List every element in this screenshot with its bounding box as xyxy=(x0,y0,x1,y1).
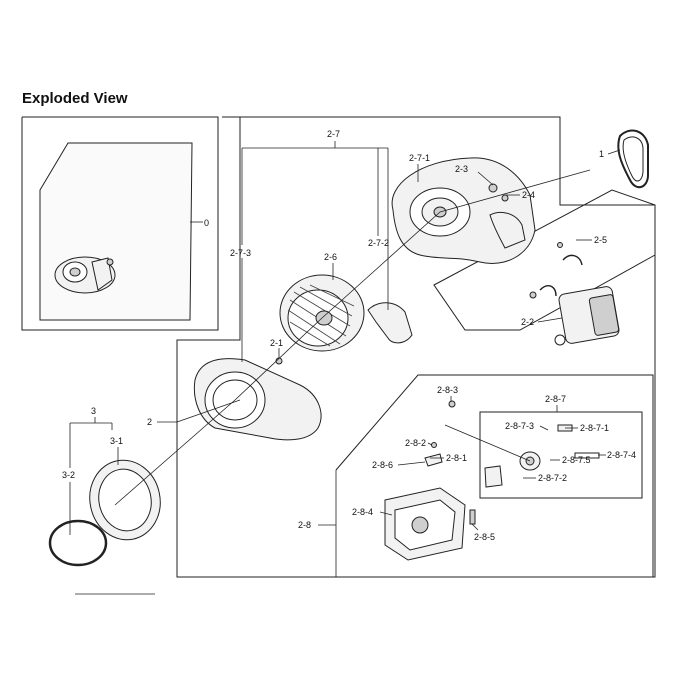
callout-2-8: 2-8 xyxy=(298,520,311,530)
callout-2-8-7-5: 2-8-7.5 xyxy=(562,455,591,465)
callout-2-4: 2-4 xyxy=(522,190,535,200)
screw-2-8-3 xyxy=(448,400,456,408)
rod-2-8-7-5 xyxy=(574,452,600,459)
callout-2-7: 2-7 xyxy=(327,129,340,139)
bracket-assembly xyxy=(384,400,476,561)
callout-0: 0 xyxy=(204,218,209,228)
callout-2-8-6: 2-8-6 xyxy=(372,460,393,470)
callout-3: 3 xyxy=(91,406,96,416)
main-assembly-frame xyxy=(176,116,656,578)
callout-2-7-1: 2-7-1 xyxy=(409,153,430,163)
callout-2-8-5: 2-8-5 xyxy=(474,532,495,542)
door-ring xyxy=(48,459,161,567)
overview-frame xyxy=(21,116,219,331)
callout-1: 1 xyxy=(599,149,604,159)
switch-2-8-1 xyxy=(424,453,443,467)
spring-2-8-5 xyxy=(469,509,476,525)
duct-piece xyxy=(367,302,413,344)
callout-2-8-7-4: 2-8-7-4 xyxy=(607,450,636,460)
overview-motor-thumbnail xyxy=(54,256,116,294)
callout-3-2: 3-2 xyxy=(62,470,75,480)
impeller-fan xyxy=(275,274,365,365)
sensor-group-outline xyxy=(479,411,643,499)
page-title: Exploded View xyxy=(22,90,128,107)
callout-2-8-7-2: 2-8-7-2 xyxy=(538,473,567,483)
callout-2-3: 2-3 xyxy=(455,164,468,174)
callout-2-6: 2-6 xyxy=(324,252,337,262)
leader-lines xyxy=(69,141,621,577)
callout-2-7-3: 2-7-3 xyxy=(230,248,251,258)
front-housing xyxy=(193,358,322,441)
pin-2-8-2 xyxy=(431,442,437,448)
motor-clips xyxy=(539,242,583,297)
callout-2-8-7-1: 2-8-7-1 xyxy=(580,423,609,433)
callout-2-8-3: 2-8-3 xyxy=(437,385,458,395)
callout-labels: 0 1 2 2-1 2-2 2-3 2-4 2-5 2-6 2-7 2-7-1 … xyxy=(62,129,636,542)
drive-motor xyxy=(529,286,620,346)
callout-2-7-2: 2-7-2 xyxy=(368,238,389,248)
callout-2-8-7: 2-8-7 xyxy=(545,394,566,404)
callout-2-8-4: 2-8-4 xyxy=(352,507,373,517)
callout-2-8-2: 2-8-2 xyxy=(405,438,426,448)
belt-part xyxy=(617,129,649,189)
callout-3-1: 3-1 xyxy=(110,436,123,446)
callout-2-5: 2-5 xyxy=(594,235,607,245)
callout-2-8-7-3: 2-8-7-3 xyxy=(505,421,534,431)
motor-group-outline xyxy=(433,189,656,331)
callout-2-8-1: 2-8-1 xyxy=(446,453,467,463)
callout-2: 2 xyxy=(147,417,152,427)
bracket-group-outline xyxy=(335,374,654,577)
seal-gasket xyxy=(48,519,108,567)
callout-2-2: 2-2 xyxy=(521,317,534,327)
callout-2-1: 2-1 xyxy=(270,338,283,348)
